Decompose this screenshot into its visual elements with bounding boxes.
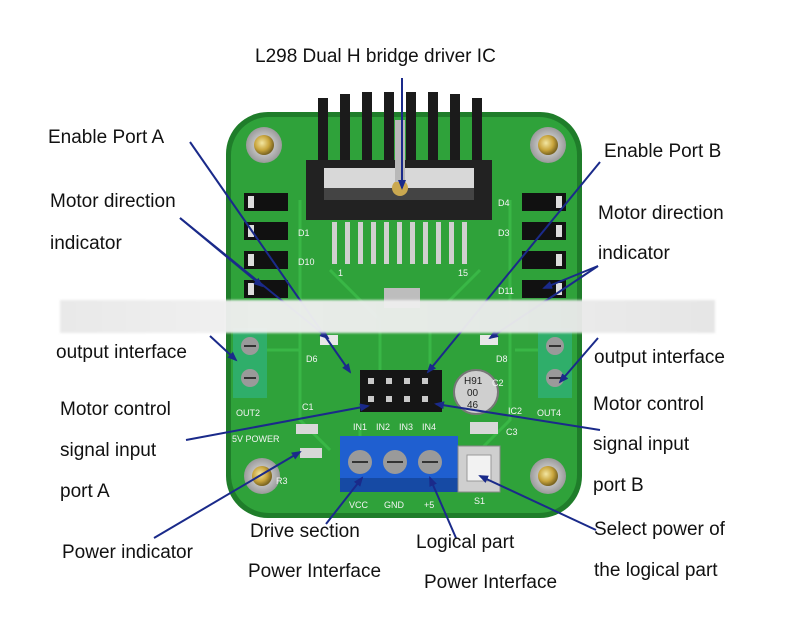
d1-label: D1 (298, 228, 310, 238)
mounting-screws (244, 127, 566, 494)
output-terminal-left: OUT2 (233, 328, 267, 418)
capacitor-label-2: 00 (467, 388, 479, 399)
c1-label: C1 (302, 402, 314, 412)
ic-pin15-label: 15 (458, 268, 468, 278)
arrow-logic-power (429, 476, 457, 539)
label-control-right-2: signal input (593, 434, 690, 455)
d11-label: D11 (498, 286, 514, 296)
ic2-label: IC2 (508, 406, 522, 416)
out2-label: OUT2 (236, 408, 260, 418)
input-header-pins: IN1 IN2 IN3 IN4 (353, 370, 442, 432)
label-motor-dir-right-1: Motor direction (598, 203, 724, 224)
blurred-overlay-band (60, 300, 715, 333)
label-enable-b: Enable Port B (604, 141, 722, 162)
in1-label: IN1 (353, 422, 367, 432)
d4-label: D4 (498, 198, 510, 208)
five-v-power-label: 5V POWER (232, 434, 280, 444)
capacitor-label-1: H91 (464, 376, 483, 387)
arrow-motor-dir-right-1 (542, 265, 599, 289)
label-select-2: the logical part (594, 560, 718, 581)
label-motor-dir-left-2: indicator (50, 233, 122, 254)
label-power-indicator: Power indicator (62, 542, 193, 563)
arrow-control-b (434, 401, 601, 431)
label-control-left-2: signal input (60, 440, 157, 461)
arrow-power-indicator (153, 450, 302, 539)
in2-label: IN2 (376, 422, 390, 432)
callout-arrows (153, 78, 601, 539)
d3-label: D3 (498, 228, 510, 238)
label-drive-1: Drive section (250, 521, 360, 542)
in3-label: IN3 (399, 422, 413, 432)
d8-label: D8 (496, 354, 508, 364)
label-ic: L298 Dual H bridge driver IC (255, 46, 496, 67)
output-terminal-right: OUT4 (537, 328, 572, 418)
label-logic-1: Logical part (416, 532, 515, 553)
c2-label: C2 (492, 378, 504, 388)
in4-label: IN4 (422, 422, 436, 432)
s1-label: S1 (474, 496, 485, 506)
label-motor-dir-left-1: Motor direction (50, 191, 176, 212)
d10-label: D10 (298, 257, 315, 267)
capacitor (453, 369, 499, 415)
label-control-right-3: port B (593, 475, 644, 496)
arrow-output-left (209, 335, 238, 362)
plus5-label: +5 (424, 500, 434, 510)
small-components: D6 D8 H91 00 46 IC2 C3 C1 5V POWER R3 C2 (232, 335, 522, 486)
label-control-left-3: port A (60, 481, 110, 502)
label-logic-2: Power Interface (424, 572, 558, 593)
ic-pin1-label: 1 (338, 268, 343, 278)
r3-label: R3 (276, 476, 288, 486)
d6-label: D6 (306, 354, 318, 364)
arrow-drive-power (325, 476, 364, 525)
label-control-right-1: Motor control (593, 394, 704, 415)
arrow-output-right (558, 337, 599, 384)
vcc-label: VCC (349, 500, 369, 510)
arrow-control-a (185, 403, 370, 441)
arrow-select-power (478, 475, 597, 531)
label-drive-2: Power Interface (248, 561, 382, 582)
c3-label: C3 (506, 427, 518, 437)
label-output-right: output interface (594, 347, 725, 368)
arrow-enable-b (426, 161, 601, 374)
l298-ic-heatsink: 1 15 (306, 92, 492, 308)
label-output-left: output interface (56, 342, 187, 363)
label-enable-a: Enable Port A (48, 127, 165, 148)
label-motor-dir-right-2: indicator (598, 243, 670, 264)
label-select-1: Select power of (594, 519, 725, 540)
gnd-label: GND (384, 500, 405, 510)
label-control-left-1: Motor control (60, 399, 171, 420)
out4-label: OUT4 (537, 408, 561, 418)
capacitor-label-3: 46 (467, 400, 479, 411)
